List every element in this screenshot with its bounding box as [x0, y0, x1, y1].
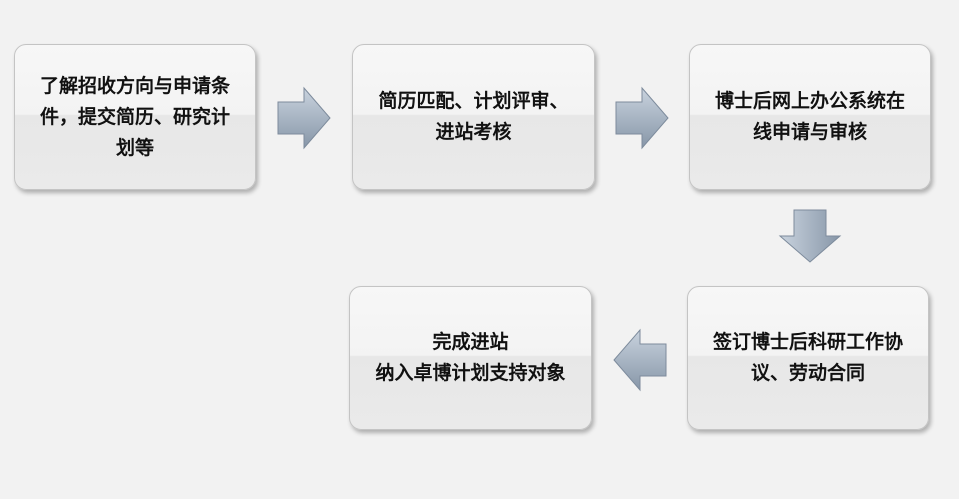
step-1-line-2: 件，提交简历、研究计 — [39, 105, 230, 128]
step-4-line-1: 签订博士后科研工作协 — [712, 331, 903, 353]
right-arrow-icon — [277, 86, 331, 150]
step-box-3: 博士后网上办公系统在 线申请与审核 — [689, 44, 931, 190]
step-box-5: 完成进站 纳入卓博计划支持对象 — [349, 286, 592, 430]
step-5-line-1: 完成进站 — [432, 331, 509, 353]
step-1-line-1: 了解招收方向与申请条 — [39, 74, 230, 97]
step-3-line-2: 线申请与审核 — [752, 121, 867, 143]
right-arrow-icon — [615, 86, 669, 150]
step-3-line-1: 博士后网上办公系统在 — [714, 90, 905, 112]
step-2-line-2: 进站考核 — [435, 121, 512, 143]
step-4-line-2: 议、劳动合同 — [750, 362, 865, 384]
step-1-line-3: 划等 — [115, 136, 154, 159]
step-box-4: 签订博士后科研工作协 议、劳动合同 — [687, 286, 929, 430]
step-box-2: 简历匹配、计划评审、 进站考核 — [352, 44, 595, 190]
down-arrow-icon — [778, 209, 842, 263]
step-5-line-2: 纳入卓博计划支持对象 — [375, 362, 566, 384]
step-box-1: 了解招收方向与申请条 件，提交简历、研究计 划等 — [14, 44, 256, 190]
step-2-line-1: 简历匹配、计划评审、 — [378, 90, 569, 112]
left-arrow-icon — [613, 328, 667, 392]
